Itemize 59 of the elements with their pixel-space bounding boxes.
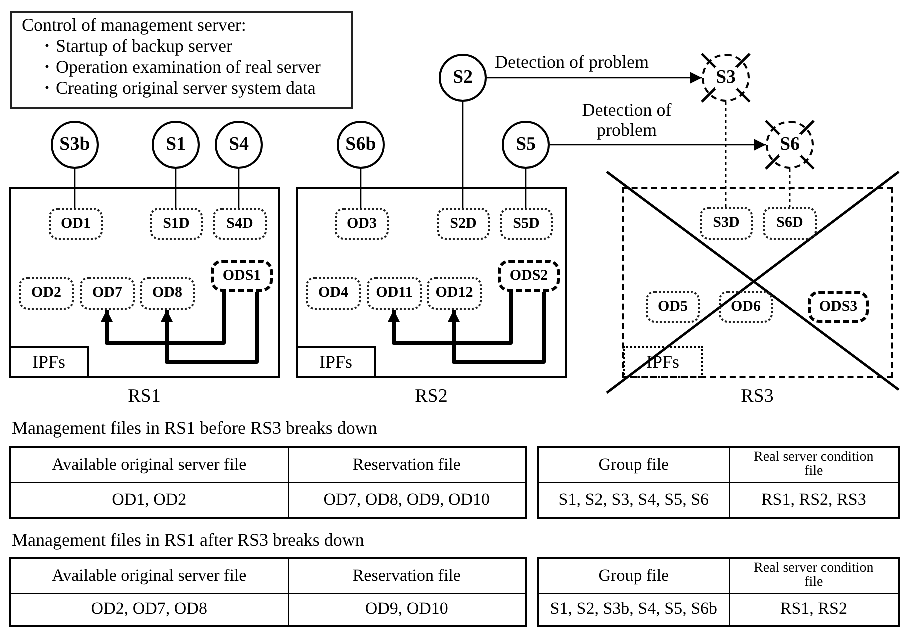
data-store-box: ODS3 xyxy=(808,291,869,323)
data-box: OD5 xyxy=(646,291,700,323)
data-box: OD2 xyxy=(19,277,74,310)
server-circle: S2 xyxy=(439,54,487,102)
column-header: Available original server file xyxy=(10,558,288,593)
data-box: OD1 xyxy=(49,208,103,240)
server-circle: S1 xyxy=(152,121,200,169)
arrow xyxy=(550,139,766,151)
server-circle: S5 xyxy=(502,121,550,169)
server-circle: S6b xyxy=(337,121,385,169)
data-store-box: ODS1 xyxy=(211,260,273,292)
edge-label: Detection of problem xyxy=(581,100,673,140)
connector-line xyxy=(789,169,791,207)
data-box: S3D xyxy=(700,207,753,240)
column-header: Group file xyxy=(538,447,730,482)
connector-line xyxy=(725,102,727,207)
server-label: RS1 xyxy=(127,386,162,408)
data-box: S2D xyxy=(437,208,490,240)
data-box: S5D xyxy=(500,208,553,240)
server-label: RS2 xyxy=(414,386,449,408)
column-header: Available original server file xyxy=(10,447,288,482)
data-box: OD4 xyxy=(306,277,361,310)
note-item: ・Startup of backup server xyxy=(37,36,234,57)
data-box: OD3 xyxy=(335,208,389,240)
arrow xyxy=(101,292,226,345)
note-box xyxy=(10,11,353,109)
server-circle: S3b xyxy=(51,121,99,169)
ipf-box: IPFs xyxy=(296,346,376,378)
failed-server-circle: S6 xyxy=(766,121,814,169)
failed-server-circle: S3 xyxy=(702,54,750,102)
data-box: S6D xyxy=(763,207,817,240)
server-label: RS3 xyxy=(740,386,775,408)
note-item: ・Creating original server system data xyxy=(37,78,317,99)
note-heading: Control of management server: xyxy=(22,15,248,36)
note-item: ・Operation examination of real server xyxy=(37,57,322,78)
data-box: OD6 xyxy=(719,291,773,323)
arrow xyxy=(487,72,702,84)
ipf-box: IPFs xyxy=(9,346,89,378)
arrow xyxy=(161,292,259,364)
data-box: S4D xyxy=(213,208,267,240)
column-header: Group file xyxy=(538,558,730,593)
data-store-box: ODS2 xyxy=(498,260,560,292)
table-title: Management files in RS1 after RS3 breaks down xyxy=(12,530,364,551)
data-box: OD7 xyxy=(80,277,135,310)
data-box: OD12 xyxy=(427,277,482,310)
connector-line xyxy=(74,169,76,208)
edge-label: Detection of problem xyxy=(495,52,650,72)
connector-line xyxy=(238,169,240,208)
connector-line xyxy=(462,102,464,208)
connector-line xyxy=(360,169,362,208)
server-circle: S4 xyxy=(215,121,263,169)
connector-line xyxy=(175,169,177,208)
table-title: Management files in RS1 before RS3 breaks down xyxy=(12,418,378,439)
arrow xyxy=(388,292,513,345)
connector-line xyxy=(525,169,527,208)
data-box: OD8 xyxy=(140,277,195,310)
data-box: OD11 xyxy=(367,277,422,310)
data-box: S1D xyxy=(150,208,203,240)
arrow xyxy=(448,292,546,364)
